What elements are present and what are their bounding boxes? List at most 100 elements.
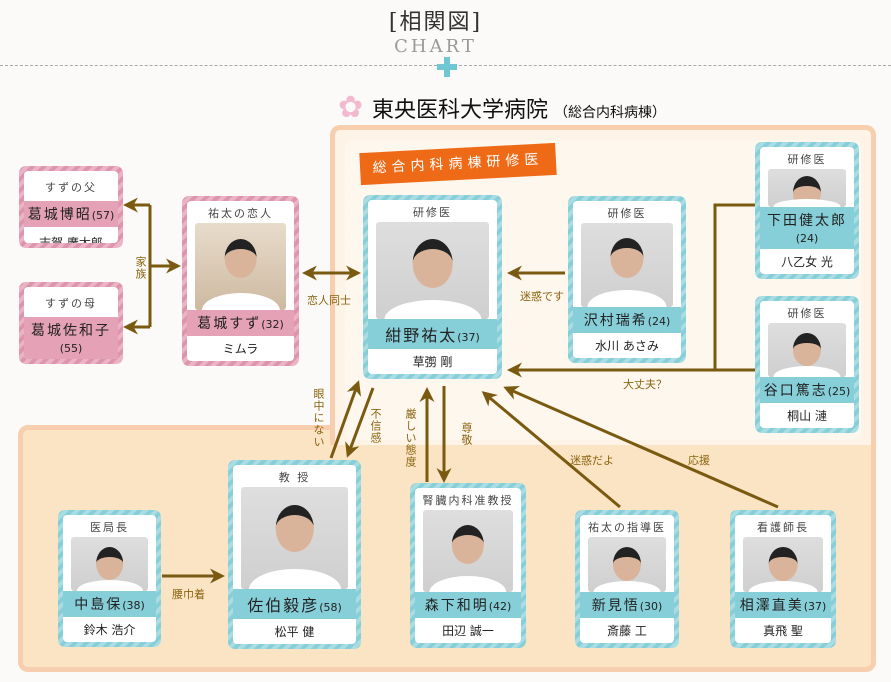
character-age: (38): [122, 599, 145, 612]
actor-name: 八乙女 光: [781, 255, 833, 269]
label-nuisance-casual: 迷惑だよ: [570, 454, 614, 467]
character-name-row: 沢村瑞希(24): [573, 307, 681, 333]
character-name: 新見悟: [591, 598, 640, 614]
label-beneath-notice: 眼中にない: [312, 388, 325, 448]
character-card-yuta: 研修医 紺野祐太(37) 草彅 剛: [363, 195, 502, 379]
character-name-row: 葛城佐和子 (55): [24, 317, 118, 359]
support-arrow: [503, 385, 779, 509]
actor-name: 田辺 誠一: [442, 624, 494, 638]
character-age: (24): [647, 315, 671, 328]
label-nuisance-polite: 迷惑です: [520, 290, 564, 303]
character-age: (42): [488, 600, 512, 613]
character-name-row: 葛城すず(32): [187, 310, 294, 336]
character-name-row: 紺野祐太(37): [368, 319, 497, 349]
portrait-photo: [768, 323, 846, 377]
label-strict: 厳しい態度: [404, 408, 417, 468]
hospital-heading: ✿ 東央医科大学病院 （総合内科病棟）: [338, 92, 666, 124]
character-role: 看護師長: [757, 521, 809, 534]
actor-name: 真飛 聖: [763, 624, 803, 638]
character-name: 葛城佐和子: [31, 323, 111, 339]
portrait-photo: [195, 223, 286, 310]
label-family: 家族: [134, 256, 147, 280]
character-name: 中島保: [74, 597, 123, 613]
character-name: 葛城すず: [197, 316, 262, 332]
actor-name: 水川 あさみ: [595, 339, 659, 353]
character-card-suzu: 祐太の恋人 葛城すず(32) ミムラ: [182, 196, 299, 366]
character-role: 研修医: [787, 307, 827, 320]
character-name: 佐伯毅彦: [247, 596, 320, 615]
character-name: 下田健太郎: [767, 213, 847, 229]
character-role: 祐太の指導医: [588, 521, 666, 534]
portrait-photo: [423, 510, 513, 592]
character-age: (55): [59, 342, 83, 355]
page-title: [相関図]: [388, 10, 483, 35]
character-name: 葛城博昭: [27, 207, 92, 223]
character-age: (25): [827, 385, 851, 398]
label-respect: 尊敬: [460, 422, 473, 446]
portrait-photo: [241, 487, 348, 589]
actor-name: ミムラ: [222, 342, 259, 356]
character-card-naomi: 看護師長 相澤直美(37) 真飛 聖: [730, 510, 836, 648]
character-name: 谷口篤志: [763, 383, 828, 399]
sakura-icon: ✿: [338, 90, 364, 125]
character-age: (58): [319, 601, 342, 614]
actor-name: 志賀 廣太郎: [39, 236, 103, 243]
character-role: 祐太の恋人: [208, 207, 273, 220]
character-name-row: 新見悟(30): [580, 592, 674, 618]
actor-name: 松平 健: [274, 625, 315, 639]
character-age: (37): [803, 600, 827, 613]
character-name: 紺野祐太: [385, 326, 458, 345]
character-name: 相澤直美: [739, 598, 804, 614]
character-card-mizuki: 研修医 沢村瑞希(24) 水川 あさみ: [568, 196, 686, 363]
portrait-photo: [71, 537, 148, 591]
character-age: (37): [457, 331, 480, 344]
portrait-photo: [581, 223, 673, 307]
actor-name: 桐山 漣: [787, 409, 827, 423]
label-are-you-ok: 大丈夫？: [623, 378, 667, 391]
character-age: (30): [639, 600, 663, 613]
actor-name: 斎藤 工: [607, 624, 647, 638]
character-role: 研修医: [413, 206, 452, 219]
character-role: 研修医: [787, 153, 827, 166]
character-name-row: 森下和明(42): [415, 592, 521, 618]
portrait-photo: [768, 169, 846, 207]
label-lovers: 恋人同士: [307, 294, 351, 307]
nuisance-casual-arrow: [481, 391, 621, 509]
label-distrust: 不信感: [369, 408, 382, 444]
character-name-row: 谷口篤志(25): [760, 377, 854, 403]
hospital-ward: （総合内科病棟）: [554, 105, 667, 121]
character-card-mother: すずの母 葛城佐和子(55) 藤吉 久美子: [19, 282, 123, 364]
character-age: (32): [261, 318, 284, 331]
character-name-row: 中島保(38): [63, 591, 156, 617]
character-name: 森下和明: [424, 598, 489, 614]
character-name-row: 佐伯毅彦(58): [233, 589, 356, 619]
character-name-row: 下田健太郎 (24): [760, 207, 854, 249]
hospital-name: 東央医科大学病院: [372, 98, 549, 123]
beneath-notice-arrow: [329, 380, 361, 459]
actor-name: 鈴木 浩介: [83, 623, 136, 637]
portrait-photo: [588, 537, 666, 592]
character-age: (24): [795, 232, 819, 245]
page-subtitle: CHART: [394, 36, 477, 57]
plus-icon: [437, 57, 457, 77]
label-support: 応援: [688, 454, 710, 467]
distrust-arrow: [345, 387, 375, 458]
character-card-takehiko: 教 授 佐伯毅彦(58) 松平 健: [228, 460, 361, 649]
residents-bracket: [713, 203, 755, 372]
character-role: すずの父: [45, 181, 97, 194]
character-name: 沢村瑞希: [583, 313, 648, 329]
character-role: 腎臓内科准教授: [422, 494, 514, 507]
character-card-kazuaki: 腎臓内科准教授 森下和明(42) 田辺 誠一: [410, 483, 526, 648]
character-role: 医局長: [90, 521, 129, 534]
character-card-satoru: 祐太の指導医 新見悟(30) 斎藤 工: [575, 510, 679, 648]
actor-name: 草彅 剛: [412, 355, 453, 369]
label-sycophant: 腰巾着: [172, 588, 205, 601]
character-card-atsushi: 研修医 谷口篤志(25) 桐山 漣: [755, 296, 859, 433]
character-card-kentaro: 研修医 下田健太郎 (24) 八乙女 光: [755, 142, 859, 279]
portrait-photo: [376, 222, 489, 319]
character-name-row: 葛城博昭(57): [24, 201, 118, 227]
character-role: 研修医: [607, 207, 647, 220]
character-card-tamotsu: 医局長 中島保(38) 鈴木 浩介: [58, 510, 161, 647]
character-role: 教 授: [278, 471, 311, 484]
character-age: (57): [91, 209, 115, 222]
